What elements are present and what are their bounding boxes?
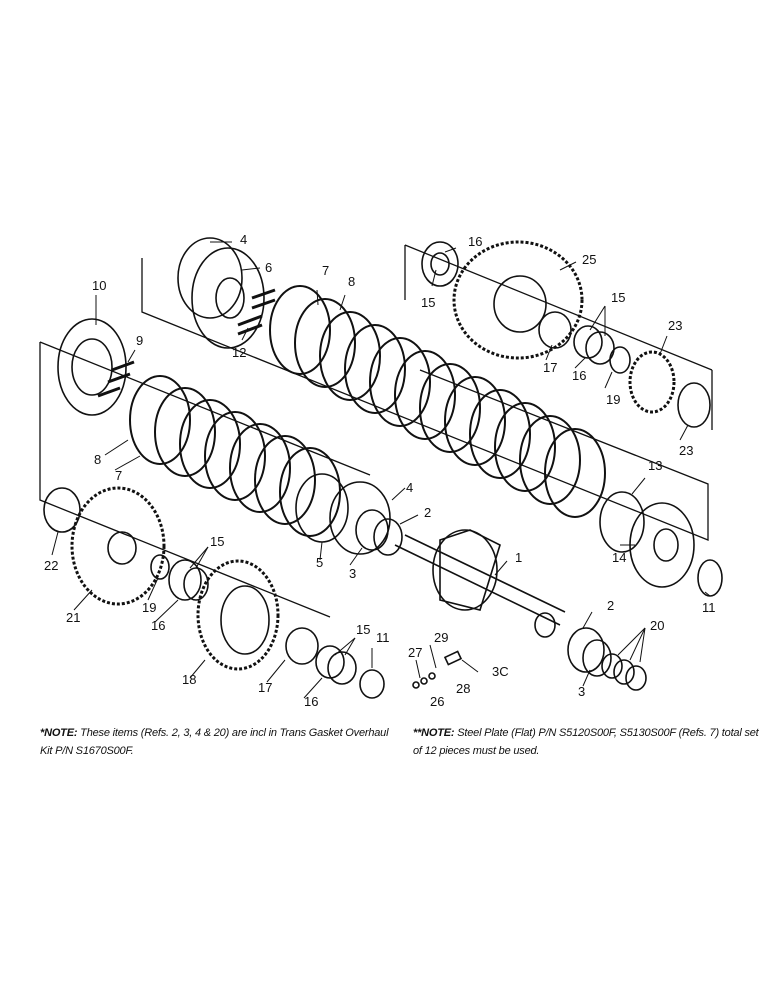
bearing-16-top (421, 241, 459, 287)
callout-17: 17 (258, 680, 272, 695)
callout-2: 2 (424, 505, 431, 520)
clutch-disc (204, 411, 266, 501)
callout-10: 10 (92, 278, 106, 293)
callout-20: 20 (650, 618, 664, 633)
clutch-disc (444, 376, 506, 466)
callout-26: 26 (430, 694, 444, 709)
gear-23 (628, 350, 676, 414)
gear-18 (196, 559, 280, 671)
callout-16: 16 (468, 234, 482, 249)
clutch-disc (419, 363, 481, 453)
callout-18: 18 (182, 672, 196, 687)
callout-4: 4 (240, 232, 247, 247)
clutch-disc (319, 311, 381, 401)
clutch-disc (254, 435, 316, 525)
callout-23: 23 (668, 318, 682, 333)
callout-2: 2 (607, 598, 614, 613)
callout-15: 15 (356, 622, 370, 637)
callout-6: 6 (265, 260, 272, 275)
callout-5: 5 (316, 555, 323, 570)
ring-4-upper (177, 237, 243, 319)
callout-16: 16 (572, 368, 586, 383)
callout-3: 3 (349, 566, 356, 581)
shaft-1 (394, 529, 566, 626)
note-right-label: **NOTE: (413, 727, 455, 739)
callout-7: 7 (322, 263, 329, 278)
callout-28: 28 (456, 681, 470, 696)
callout-22: 22 (44, 558, 58, 573)
callout-7: 7 (115, 468, 122, 483)
note-right-text: Steel Plate (Flat) P/N S5120S00F, S5130S… (413, 727, 759, 757)
ring-13 (599, 491, 645, 553)
callout-29: 29 (434, 630, 448, 645)
piston-10 (57, 318, 127, 416)
note-steel-plate: **NOTE: Steel Plate (Flat) P/N S5120S00F… (413, 724, 763, 760)
clutch-disc (294, 298, 356, 388)
clutch-disc (344, 324, 406, 414)
clutch-disc (129, 375, 191, 465)
callout-16: 16 (304, 694, 318, 709)
clutch-disc (179, 399, 241, 489)
clutch-disc (229, 423, 291, 513)
gear-21 (70, 486, 166, 606)
callout-3: 3 (578, 684, 585, 699)
clutch-disc (154, 387, 216, 477)
callout-25: 25 (582, 252, 596, 267)
upper-clutch-pack (269, 285, 606, 518)
callout-19: 19 (606, 392, 620, 407)
callout-15: 15 (421, 295, 435, 310)
clutch-disc (544, 428, 606, 518)
note-gasket-kit: *NOTE: These items (Refs. 2, 3, 4 & 20) … (40, 724, 390, 760)
upper-pack-frame (141, 258, 709, 541)
callout-17: 17 (543, 360, 557, 375)
clutch-disc (394, 350, 456, 440)
callout-15: 15 (611, 290, 625, 305)
clutch-disc (519, 415, 581, 505)
bearing-22 (43, 487, 81, 533)
clutch-disc (269, 285, 331, 375)
callout-1: 1 (515, 550, 522, 565)
callout-9: 9 (136, 333, 143, 348)
callout-11: 11 (376, 630, 390, 645)
callout-16: 16 (151, 618, 165, 633)
gear-25 (452, 240, 584, 360)
callout-23: 23 (679, 443, 693, 458)
lower-pack-frame (39, 342, 331, 618)
plate-6 (191, 247, 265, 349)
callout-21: 21 (66, 610, 80, 625)
callout-3c: 3C (492, 664, 509, 679)
callout-8: 8 (348, 274, 355, 289)
callout-12: 12 (232, 345, 246, 360)
clutch-disc (494, 402, 556, 492)
callout-27: 27 (408, 645, 422, 660)
callout-4: 4 (406, 480, 413, 495)
clutch-disc (469, 389, 531, 479)
callout-19: 19 (142, 600, 156, 615)
callout-15: 15 (210, 534, 224, 549)
lower-clutch-pack (129, 375, 341, 537)
clutch-disc (369, 337, 431, 427)
callout-14: 14 (612, 550, 626, 565)
callout-8: 8 (94, 452, 101, 467)
drum-14 (629, 502, 695, 588)
note-left-label: *NOTE: (40, 727, 78, 739)
callout-11: 11 (702, 600, 716, 615)
note-left-text: These items (Refs. 2, 3, 4 & 20) are inc… (40, 727, 389, 757)
callout-13: 13 (648, 458, 662, 473)
